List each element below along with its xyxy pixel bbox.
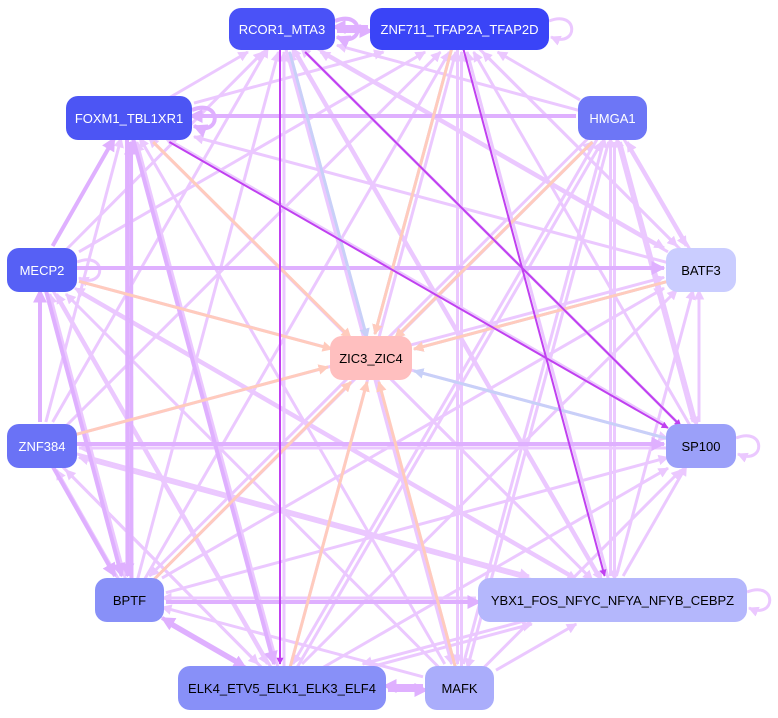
edge-sp100-to-foxm1: [164, 136, 665, 426]
node-label: YBX1_FOS_NFYC_NFYA_NFYB_CEBPZ: [490, 592, 735, 608]
edge-znf384-to-foxm1: [44, 136, 124, 423]
edge-batf3-to-zic3: [412, 279, 669, 352]
node-znf711[interactable]: ZNF711_TFAP2A_TFAP2D: [370, 8, 549, 50]
edge-sp100-to-hmga1: [613, 136, 695, 423]
edge-ybx1-to-znf384: [77, 454, 534, 582]
edge-rcor1-to-zic3: [288, 51, 370, 340]
edge-rcor1-to-sp100: [304, 51, 682, 427]
node-foxm1[interactable]: FOXM1_TBL1XR1: [66, 96, 192, 140]
node-zic3[interactable]: ZIC3_ZIC4: [330, 336, 412, 380]
edge-elk4-to-hmga1: [295, 141, 604, 669]
edge-znf711-to-ybx1: [462, 47, 607, 577]
edge-sp100-to-zic3: [412, 368, 669, 441]
edge-hmga1-to-elk4: [291, 137, 600, 665]
edge-bptf-to-mecp2: [47, 292, 128, 581]
edge-ybx1-to-sp100: [621, 465, 688, 577]
node-label: ZIC3_ZIC4: [339, 350, 403, 366]
node-label: MAFK: [441, 680, 478, 696]
node-elk4[interactable]: ELK4_ETV5_ELK1_ELK3_ELF4: [178, 666, 386, 710]
edge-foxm1-to-znf711: [193, 49, 385, 105]
edge-mafk-to-zic3: [376, 380, 458, 669]
edge-ybx1-to-ybx1: [746, 588, 772, 617]
edge-znf711-to-znf711: [548, 17, 574, 46]
edge-rcor1-to-ybx1: [294, 51, 604, 581]
edge-elk4-to-foxm1: [134, 140, 280, 669]
node-label: BATF3: [681, 262, 721, 278]
node-znf384[interactable]: ZNF384: [7, 424, 77, 468]
edge-bptf-to-batf3: [161, 286, 665, 580]
node-label: BPTF: [112, 592, 147, 608]
edge-foxm1-to-sp100: [168, 141, 669, 429]
node-label: ZNF384: [18, 438, 66, 454]
edge-sp100-to-sp100: [735, 434, 761, 463]
edge-hmga1-to-batf3: [622, 137, 688, 247]
node-hmga1[interactable]: HMGA1: [578, 96, 647, 140]
node-label: SP100: [681, 438, 721, 454]
edge-bptf-to-zic3: [152, 380, 353, 582]
node-mafk[interactable]: MAFK: [425, 666, 494, 710]
edge-mafk-to-ybx1: [495, 622, 578, 672]
edge-elk4-to-zic3: [288, 380, 370, 669]
node-mecp2[interactable]: MECP2: [7, 248, 77, 292]
edge-bptf-to-znf711: [142, 51, 451, 581]
edge-foxm1-to-rcor1: [168, 50, 249, 100]
edge-mafk-to-bptf: [160, 604, 424, 679]
edge-hmga1-to-znf711: [496, 50, 581, 102]
node-label: RCOR1_MTA3: [238, 21, 326, 37]
node-bptf[interactable]: BPTF: [95, 578, 164, 622]
node-label: HMGA1: [589, 110, 636, 126]
edge-mafk-to-hmga1: [461, 136, 608, 665]
edge-ybx1-to-batf3: [614, 288, 696, 577]
edge-znf711-to-batf3: [477, 46, 679, 248]
edge-mecp2-to-foxm1: [50, 136, 117, 247]
edge-znf384-to-zic3: [74, 364, 330, 437]
edge-rcor1-to-rcor1: [334, 16, 360, 49]
edge-znf384-to-elk4: [60, 464, 260, 666]
node-label: ZNF711_TFAP2A_TFAP2D: [380, 21, 539, 37]
node-batf3[interactable]: BATF3: [666, 248, 736, 292]
edge-foxm1-to-zic3: [152, 140, 352, 340]
node-label: FOXM1_TBL1XR1: [74, 110, 184, 126]
edge-znf711-to-zic3: [372, 47, 454, 336]
edge-elk4-to-bptf: [160, 616, 243, 666]
edge-znf384-to-ybx1: [74, 451, 531, 579]
edge-znf384-to-bptf: [50, 465, 117, 578]
node-sp100[interactable]: SP100: [666, 424, 736, 468]
edge-mafk-to-foxm1: [138, 137, 447, 665]
edge-mecp2-to-zic3: [78, 279, 334, 352]
node-label: MECP2: [19, 262, 65, 278]
node-label: ELK4_ETV5_ELK1_ELK3_ELF4: [188, 680, 376, 696]
edge-batf3-to-foxm1: [192, 134, 669, 265]
node-rcor1[interactable]: RCOR1_MTA3: [229, 8, 335, 50]
node-ybx1[interactable]: YBX1_FOS_NFYC_NFYA_NFYB_CEBPZ: [478, 578, 747, 622]
edge-mecp2-to-ybx1: [78, 290, 578, 582]
